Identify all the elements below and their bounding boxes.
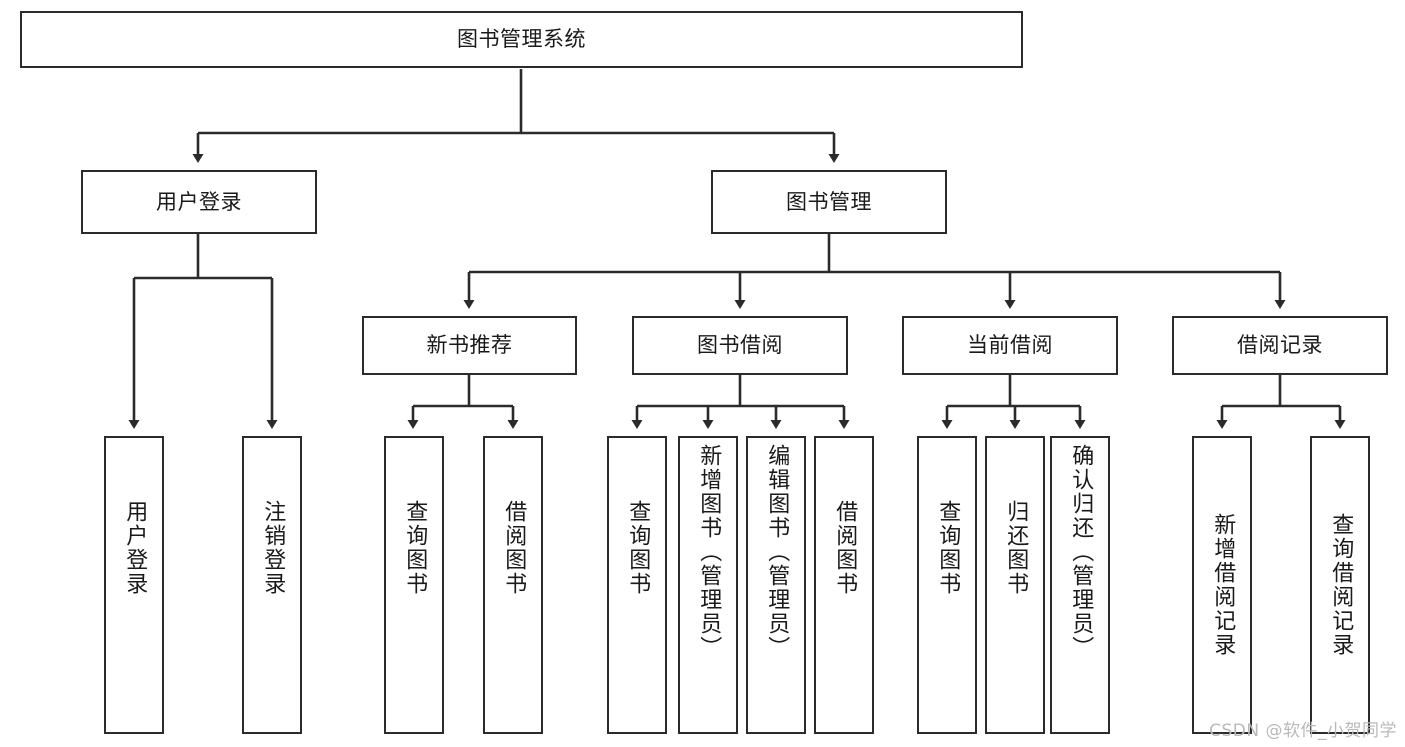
node-leaf-borrow-book-1-label: 借阅图书 bbox=[501, 500, 527, 596]
node-leaf-query-book-1[interactable]: 查询图书 bbox=[384, 436, 444, 734]
node-leaf-query-book-2-label: 查询图书 bbox=[625, 500, 651, 596]
node-borrow-record-label: 借阅记录 bbox=[1237, 333, 1323, 358]
node-leaf-query-book-3[interactable]: 查询图书 bbox=[917, 436, 977, 734]
node-book-borrow-label: 图书借阅 bbox=[697, 333, 783, 358]
node-user-login[interactable]: 用户登录 bbox=[81, 170, 317, 234]
node-leaf-confirm-return-admin[interactable]: 确认归还（管理员） bbox=[1050, 436, 1110, 734]
node-leaf-borrow-book-1[interactable]: 借阅图书 bbox=[483, 436, 543, 734]
node-leaf-query-borrow-record-label: 查询借阅记录 bbox=[1328, 513, 1354, 657]
node-leaf-query-book-3-label: 查询图书 bbox=[935, 500, 961, 596]
node-book-borrow[interactable]: 图书借阅 bbox=[632, 316, 848, 375]
node-borrow-record[interactable]: 借阅记录 bbox=[1172, 316, 1388, 375]
node-leaf-edit-book-admin-label: 编辑图书（管理员） bbox=[764, 444, 790, 660]
node-user-login-label: 用户登录 bbox=[156, 189, 242, 214]
csdn-watermark: CSDN @软件_小贺同学 bbox=[1209, 721, 1397, 741]
node-leaf-confirm-return-admin-label: 确认归还（管理员） bbox=[1068, 444, 1094, 660]
node-current-borrow[interactable]: 当前借阅 bbox=[902, 316, 1118, 375]
node-root[interactable]: 图书管理系统 bbox=[20, 11, 1023, 68]
node-leaf-add-book-admin-label: 新增图书（管理员） bbox=[696, 444, 722, 660]
node-leaf-logout[interactable]: 注销登录 bbox=[242, 436, 302, 734]
node-leaf-return-book-label: 归还图书 bbox=[1003, 500, 1029, 596]
node-leaf-borrow-book-2-label: 借阅图书 bbox=[832, 500, 858, 596]
node-leaf-query-book-1-label: 查询图书 bbox=[402, 500, 428, 596]
node-leaf-add-borrow-record[interactable]: 新增借阅记录 bbox=[1192, 436, 1252, 734]
node-root-label: 图书管理系统 bbox=[457, 27, 586, 52]
node-leaf-add-book-admin[interactable]: 新增图书（管理员） bbox=[678, 436, 738, 734]
node-current-borrow-label: 当前借阅 bbox=[967, 333, 1053, 358]
node-book-management-label: 图书管理 bbox=[786, 189, 872, 214]
node-leaf-user-login-label: 用户登录 bbox=[122, 500, 148, 596]
node-leaf-query-book-2[interactable]: 查询图书 bbox=[607, 436, 667, 734]
node-leaf-return-book[interactable]: 归还图书 bbox=[985, 436, 1045, 734]
node-leaf-logout-label: 注销登录 bbox=[260, 500, 286, 596]
node-new-book-recommend-label: 新书推荐 bbox=[426, 333, 513, 358]
node-leaf-add-borrow-record-label: 新增借阅记录 bbox=[1210, 513, 1236, 657]
node-leaf-borrow-book-2[interactable]: 借阅图书 bbox=[814, 436, 874, 734]
node-new-book-recommend[interactable]: 新书推荐 bbox=[362, 316, 577, 375]
node-leaf-edit-book-admin[interactable]: 编辑图书（管理员） bbox=[746, 436, 806, 734]
node-book-management[interactable]: 图书管理 bbox=[711, 170, 947, 234]
node-leaf-user-login[interactable]: 用户登录 bbox=[104, 436, 164, 734]
node-leaf-query-borrow-record[interactable]: 查询借阅记录 bbox=[1310, 436, 1370, 734]
